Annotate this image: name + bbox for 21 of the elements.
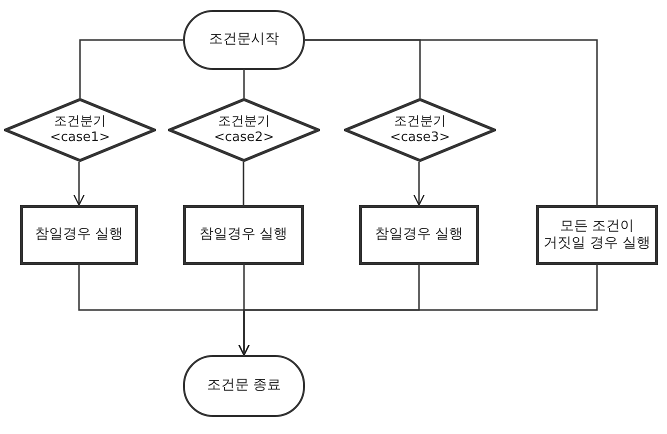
process-box	[183, 205, 304, 265]
terminal-shape	[183, 355, 305, 417]
process-box	[20, 205, 138, 265]
connector-line	[243, 70, 245, 98]
connector-line	[305, 39, 598, 205]
process-label: 참일경우 실행	[374, 226, 464, 244]
terminal-label: 조건문시작	[208, 31, 280, 49]
process-label: 참일경우 실행	[34, 226, 124, 244]
condition-label: 조건분기 <case3>	[389, 114, 451, 146]
arrow	[413, 162, 425, 206]
arrow	[73, 162, 85, 206]
process-label: 모든 조건이 거짓일 경우 실행	[542, 218, 652, 252]
process-box	[359, 205, 479, 265]
condition-label: 조건분기 <case2>	[213, 114, 275, 146]
process-box	[536, 205, 658, 265]
connector-line	[242, 162, 244, 205]
connector-line	[79, 39, 183, 98]
process-label: 참일경우 실행	[198, 226, 289, 244]
arrow	[238, 265, 598, 356]
condition-label: 조건분기 <case1>	[49, 114, 111, 146]
terminal-label: 조건문 종료	[206, 377, 282, 395]
